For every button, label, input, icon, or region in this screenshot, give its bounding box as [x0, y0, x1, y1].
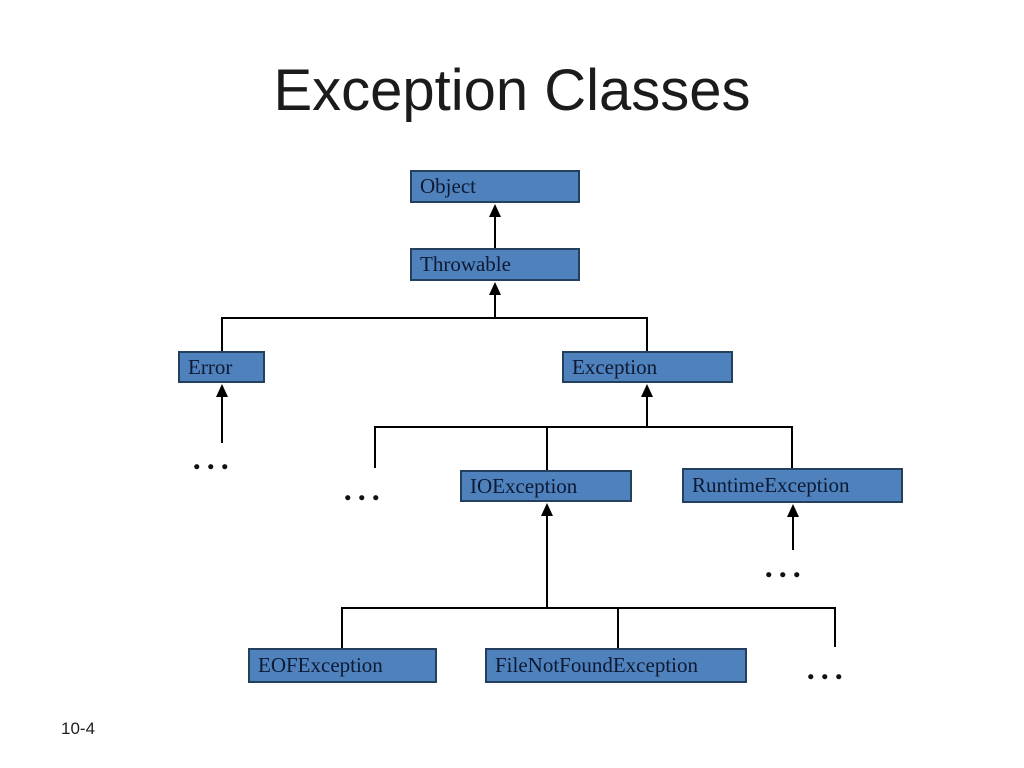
- class-node-throwable: Throwable: [410, 248, 580, 281]
- arrowhead-icon: [489, 282, 501, 295]
- arrow-up-branch-to-exception: [641, 384, 653, 427]
- slide-page-number: 10-4: [61, 719, 96, 738]
- arrow-shaft: [546, 513, 548, 608]
- arrowhead-icon: [541, 503, 553, 516]
- connector-segment: [834, 608, 836, 647]
- class-node-ioexception: IOException: [460, 470, 632, 502]
- arrow-shaft: [221, 394, 223, 443]
- ellipsis-exception-subclasses-more: ...: [343, 471, 386, 507]
- connector-segment: [546, 427, 548, 470]
- connector-segment: [646, 318, 648, 351]
- slide-title: Exception Classes: [273, 58, 751, 123]
- arrowhead-icon: [216, 384, 228, 397]
- connector-segment: [791, 427, 793, 468]
- class-node-runtimeexception: RuntimeException: [682, 468, 903, 503]
- arrow-shaft: [494, 292, 496, 318]
- ellipsis-runtime-subclasses-more: ...: [764, 548, 807, 584]
- arrow-up-more-to-runtimeexception: [787, 504, 799, 550]
- connector-segment: [341, 608, 343, 648]
- arrow-up-throwable-to-object: [489, 204, 501, 248]
- connector-segment: [617, 608, 619, 648]
- arrow-shaft: [494, 214, 496, 248]
- connector-segment: [221, 318, 223, 351]
- arrowhead-icon: [489, 204, 501, 217]
- class-node-filenotfoundexception: FileNotFoundException: [485, 648, 747, 683]
- ellipsis-error-subclasses-more: ...: [192, 440, 235, 476]
- class-node-object: Object: [410, 170, 580, 203]
- arrow-shaft: [646, 394, 648, 427]
- class-node-error: Error: [178, 351, 265, 383]
- arrow-up-branch-to-throwable: [489, 282, 501, 318]
- arrowhead-icon: [641, 384, 653, 397]
- class-node-eofexception: EOFException: [248, 648, 437, 683]
- arrowhead-icon: [787, 504, 799, 517]
- connector-segment: [341, 607, 836, 609]
- class-node-exception: Exception: [562, 351, 733, 383]
- arrow-up-more-to-error: [216, 384, 228, 443]
- connector-segment: [374, 427, 376, 468]
- ellipsis-io-subclasses-more: ...: [806, 650, 849, 686]
- arrow-up-branch-to-ioexception: [541, 503, 553, 608]
- connector-segment: [374, 426, 793, 428]
- arrow-shaft: [792, 514, 794, 550]
- connector-segment: [221, 317, 648, 319]
